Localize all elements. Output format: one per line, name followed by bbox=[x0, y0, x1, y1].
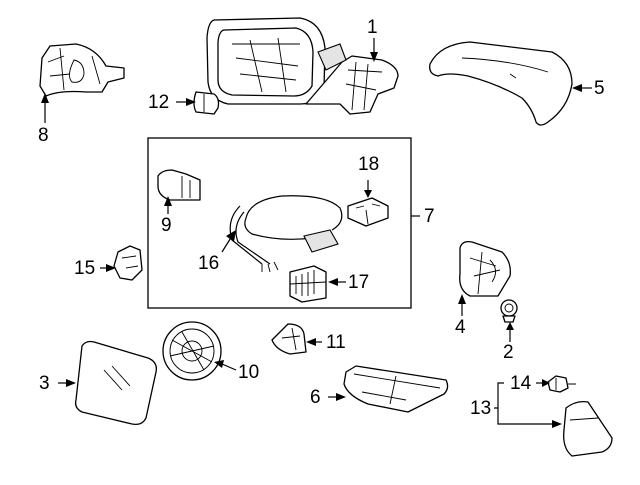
mirror-glass-part bbox=[74, 340, 157, 426]
callout-11: 11 bbox=[326, 332, 346, 353]
connector-17-part bbox=[289, 265, 327, 303]
callout-15: 15 bbox=[74, 258, 96, 279]
mirror-assembly-part bbox=[206, 17, 399, 115]
arrow-15 bbox=[106, 264, 116, 272]
callout-10: 10 bbox=[238, 362, 260, 383]
connector-12-part bbox=[193, 91, 220, 115]
clip-15-part bbox=[113, 245, 143, 281]
leader-13 bbox=[494, 382, 556, 425]
motor-part bbox=[162, 321, 222, 381]
arrow-4 bbox=[458, 294, 466, 304]
arrow-17 bbox=[328, 278, 338, 286]
arrow-13 bbox=[552, 420, 562, 428]
screw-part bbox=[547, 375, 576, 393]
cover-cap-part bbox=[429, 41, 573, 126]
arrow-3 bbox=[66, 379, 76, 387]
callout-6: 6 bbox=[310, 387, 321, 408]
arrow-18 bbox=[364, 190, 372, 198]
mirror-base-part bbox=[39, 43, 125, 97]
lower-cover-part bbox=[343, 365, 449, 413]
wiring-harness-part bbox=[229, 195, 343, 273]
callout-18: 18 bbox=[358, 154, 380, 175]
callout-3: 3 bbox=[39, 373, 50, 394]
callout-12: 12 bbox=[148, 92, 170, 113]
bracket-11-part bbox=[271, 323, 307, 355]
bulb-part bbox=[157, 169, 201, 201]
callout-16: 16 bbox=[198, 253, 220, 274]
grommet-part bbox=[500, 299, 518, 323]
housing-part bbox=[459, 240, 511, 297]
connector-18-part bbox=[347, 197, 389, 227]
arrow-2 bbox=[506, 322, 514, 330]
callout-1: 1 bbox=[367, 17, 378, 38]
callout-17: 17 bbox=[348, 272, 370, 293]
callout-13: 13 bbox=[470, 398, 492, 419]
arrow-14 bbox=[542, 379, 550, 387]
arrow-11 bbox=[306, 338, 316, 346]
callout-7: 7 bbox=[424, 206, 435, 227]
arrow-9 bbox=[164, 196, 172, 206]
arrow-10 bbox=[214, 360, 224, 368]
callout-4: 4 bbox=[455, 317, 466, 338]
arrow-12 bbox=[186, 98, 196, 106]
end-cap-part bbox=[563, 400, 613, 457]
arrow-8 bbox=[41, 93, 49, 103]
sub-assembly-box bbox=[147, 137, 412, 309]
arrow-6 bbox=[336, 393, 346, 401]
callout-14: 14 bbox=[510, 373, 532, 394]
callout-5: 5 bbox=[594, 78, 605, 99]
leader-10 bbox=[221, 363, 237, 371]
callout-9: 9 bbox=[161, 215, 172, 236]
callout-8: 8 bbox=[38, 125, 49, 146]
arrow-5 bbox=[572, 84, 582, 92]
arrow-1 bbox=[370, 52, 378, 62]
arrow-16 bbox=[226, 230, 236, 242]
callout-2: 2 bbox=[503, 342, 514, 363]
